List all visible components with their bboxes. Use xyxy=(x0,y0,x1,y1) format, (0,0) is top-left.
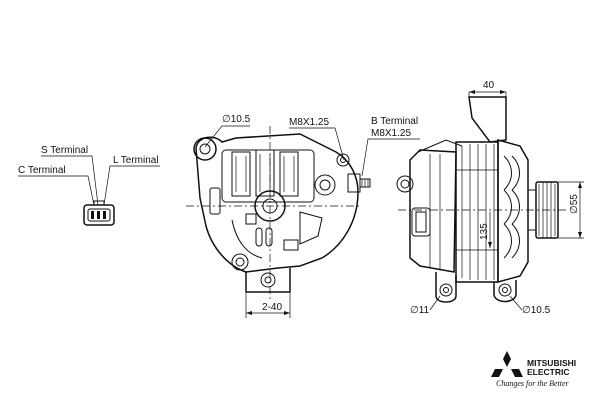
front-housing-side xyxy=(497,139,529,283)
connector-view: S Terminal C Terminal L Terminal xyxy=(18,145,160,226)
c-terminal-leader xyxy=(18,175,95,206)
front-housing-outline xyxy=(195,133,359,273)
front-mount-hole-dim: ∅10.5 xyxy=(222,114,251,125)
top-mount-hole xyxy=(199,143,211,155)
front-connector-socket xyxy=(209,187,221,215)
lower-lug xyxy=(231,253,249,271)
stator-body xyxy=(455,141,499,283)
bottom-foot xyxy=(245,268,291,293)
thread-label-left: M8X1.25 xyxy=(289,117,329,128)
l-terminal-leader xyxy=(103,165,160,206)
pulley-dim-label: ∅55 xyxy=(569,194,580,214)
pulley-dimension xyxy=(558,181,584,239)
right-upper-lug xyxy=(336,153,350,167)
s-terminal-leader xyxy=(41,155,99,206)
thread-left-leader xyxy=(289,127,345,161)
body-dim-label: 135 xyxy=(479,223,490,240)
hole-left-leader xyxy=(429,295,441,311)
c-terminal-label: C Terminal xyxy=(18,165,66,176)
bottom-dim-label: 2-40 xyxy=(262,302,282,313)
s-terminal-label: S Terminal xyxy=(41,145,88,156)
top-mount-ear xyxy=(193,137,217,161)
l-terminal-label: L Terminal xyxy=(113,155,159,166)
hole-right-dim-label: ∅10.5 xyxy=(522,305,551,316)
b-terminal-leader xyxy=(361,138,420,177)
three-diamonds-icon xyxy=(491,351,523,377)
bottom-feet xyxy=(435,272,517,303)
top-dim-label: 40 xyxy=(483,80,495,91)
thread-label-right: M8X1.25 xyxy=(371,128,411,139)
body-dimension xyxy=(488,212,492,248)
connector-plug xyxy=(83,200,115,226)
brand-slogan: Changes for the Better xyxy=(496,379,570,388)
brand-line-2: ELECTRIC xyxy=(527,367,570,377)
mitsubishi-electric-logo: MITSUBISHI ELECTRIC Changes for the Bett… xyxy=(491,351,576,388)
b-terminal-stud xyxy=(347,173,371,193)
rear-cover xyxy=(396,139,463,273)
lower-slots xyxy=(231,211,323,259)
brand-line-1: MITSUBISHI xyxy=(527,358,576,368)
bottom-dimension xyxy=(245,293,291,318)
top-bracket xyxy=(468,90,507,143)
hole-left-dim-label: ∅11 xyxy=(410,305,430,316)
b-terminal-label: B Terminal xyxy=(371,116,418,127)
side-view: 40 ∅55 135 ∅11 ∅10.5 xyxy=(396,80,584,316)
hole-right-leader xyxy=(509,295,523,311)
front-view: ∅10.5 M8X1.25 B Terminal M8X1.25 2-40 xyxy=(186,114,420,318)
